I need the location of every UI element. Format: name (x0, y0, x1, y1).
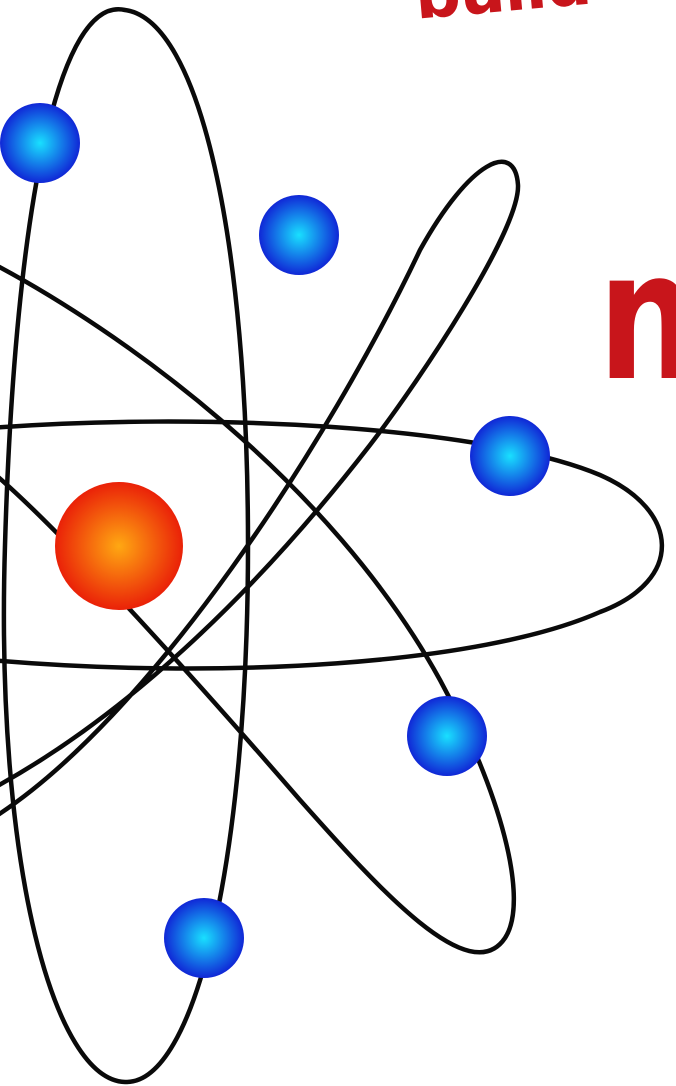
electron (407, 696, 487, 776)
nucleus (55, 482, 183, 610)
electron (0, 103, 80, 183)
electron (259, 195, 339, 275)
heading-right-fragment: n (598, 228, 676, 406)
electron (164, 898, 244, 978)
electron (470, 416, 550, 496)
orbit-falling (0, 262, 514, 952)
